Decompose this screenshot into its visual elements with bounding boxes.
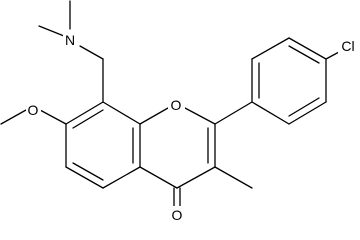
bond-c7-ome bbox=[39, 109, 67, 125]
molecule-drawing: N O O O Cl bbox=[0, 0, 358, 223]
bond-ph-5-6-inner bbox=[288, 97, 320, 117]
bonds bbox=[0, 0, 340, 208]
bond-ph-3-4 bbox=[288, 37, 327, 60]
ring-oxygen-label: O bbox=[171, 97, 182, 113]
bond-o1-c2 bbox=[184, 107, 216, 125]
bond-c5-c6 bbox=[65, 166, 104, 189]
bond-c2-ph bbox=[214, 101, 253, 125]
bond-ph-2-3 bbox=[251, 37, 290, 60]
bond-n-ch2 bbox=[79, 45, 104, 60]
bond-ph-5-6 bbox=[288, 101, 327, 125]
bond-c7-c8 bbox=[65, 101, 104, 125]
bond-nme-left bbox=[38, 25, 65, 37]
bond-c3-c4 bbox=[176, 166, 216, 189]
bond-ome-ch3 bbox=[0, 109, 27, 125]
bond-ph-cl bbox=[325, 51, 340, 60]
bond-c3-methyl bbox=[214, 166, 253, 189]
bond-c4-c4a bbox=[139, 166, 178, 189]
atom-labels: N O O O Cl bbox=[26, 31, 358, 223]
nitrogen-label: N bbox=[65, 32, 75, 48]
methoxy-oxygen-label: O bbox=[28, 102, 39, 118]
structure-diagram: N O O O Cl bbox=[0, 0, 358, 223]
bond-c5-c6-inner bbox=[72, 162, 104, 181]
bond-c8a-o1 bbox=[139, 107, 169, 125]
bond-ph-6-1 bbox=[251, 101, 290, 125]
carbonyl-oxygen-label: O bbox=[172, 207, 183, 223]
bond-c7-c8-inner bbox=[72, 109, 104, 129]
bond-c8-c8a bbox=[102, 101, 141, 125]
chlorine-label: Cl bbox=[341, 38, 354, 54]
bond-c4a-c5 bbox=[102, 166, 141, 189]
bond-ph-3-4-inner bbox=[288, 45, 320, 64]
